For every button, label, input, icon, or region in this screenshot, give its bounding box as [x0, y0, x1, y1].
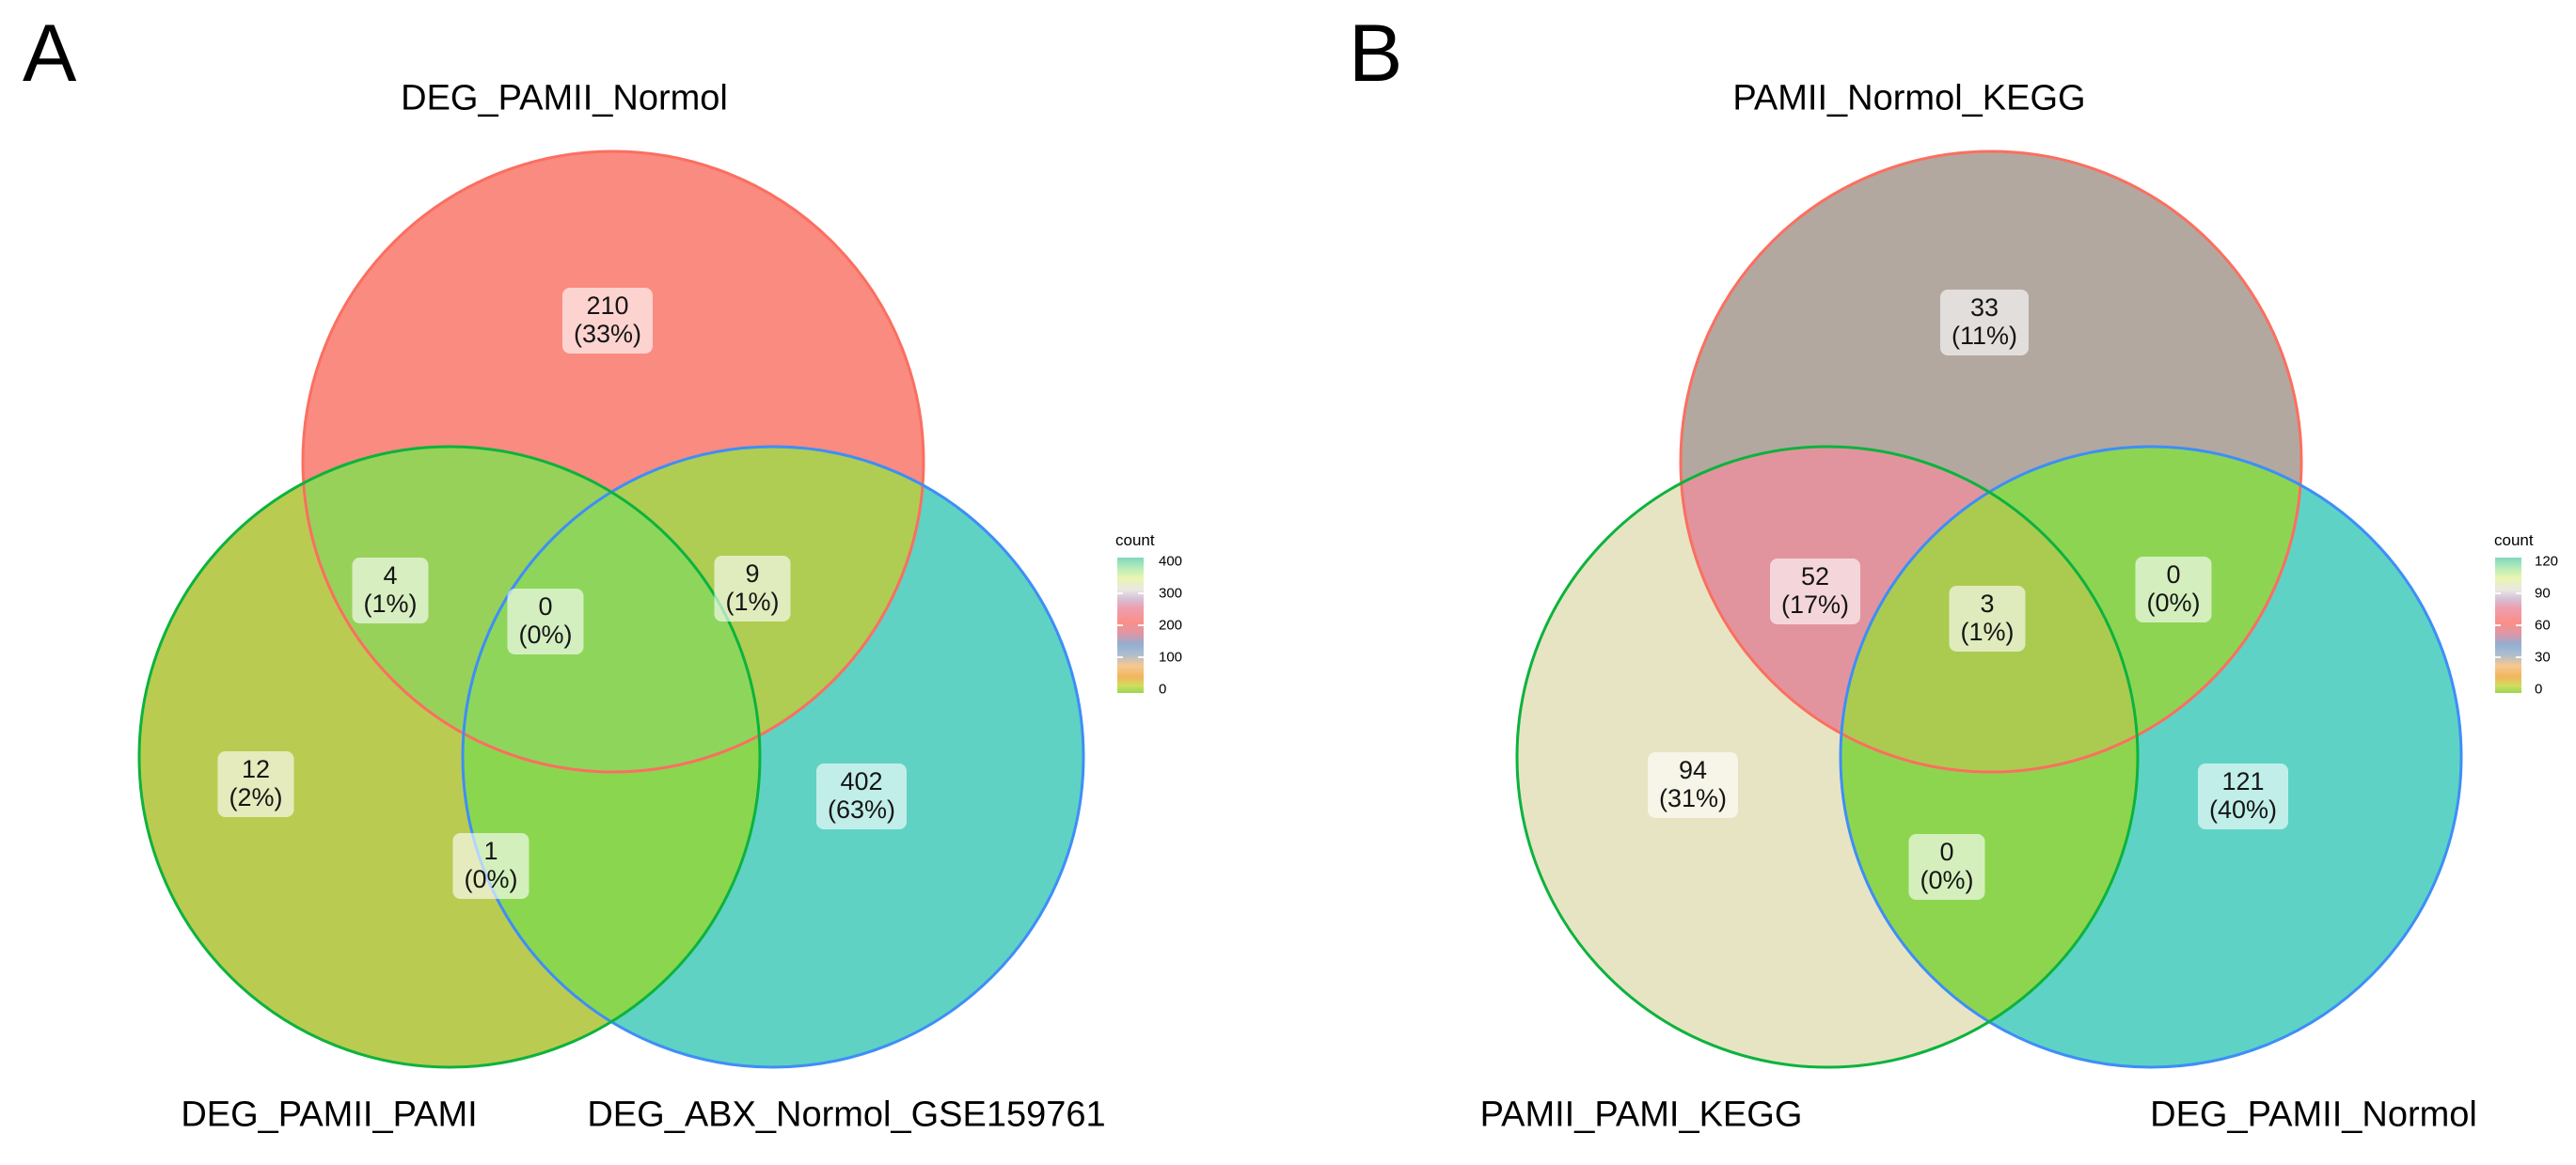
- legend-tickmark: [1117, 624, 1123, 626]
- legend-tickmark: [1138, 592, 1144, 594]
- region-percent: (0%): [464, 865, 518, 893]
- region-count: 1: [483, 837, 498, 865]
- region-label-left-right: 1 (0%): [452, 833, 529, 899]
- region-label-right-only: 121 (40%): [2197, 764, 2289, 829]
- region-label-top-right: 9 (1%): [714, 556, 791, 622]
- region-label-top-only: 210 (33%): [561, 288, 654, 354]
- set-label-top: PAMII_Normol_KEGG: [1732, 78, 2086, 118]
- region-label-top-left: 52 (17%): [1769, 559, 1861, 624]
- region-label-top-right: 0 (0%): [2135, 557, 2212, 622]
- legend-tickmark: [1138, 656, 1144, 658]
- legend-tick-label: 400: [1159, 553, 1183, 570]
- circle-right-outline: [1839, 445, 2463, 1069]
- region-percent: (1%): [1960, 618, 2015, 646]
- region-label-center: 0 (0%): [507, 589, 584, 654]
- legend-tick-label: 30: [2535, 649, 2551, 666]
- region-count: 94: [1678, 756, 1708, 784]
- region-count: 121: [2221, 767, 2265, 795]
- circle-top-outline: [301, 150, 925, 774]
- region-percent: (11%): [1951, 322, 2018, 350]
- region-count: 4: [383, 561, 398, 590]
- region-percent: (0%): [1920, 866, 1974, 894]
- circle-left-outline: [137, 445, 762, 1069]
- set-label-bottom-left: PAMII_PAMI_KEGG: [1479, 1094, 1803, 1135]
- legend-title: count: [2494, 531, 2534, 549]
- legend-tick-label: 90: [2535, 585, 2551, 602]
- region-label-left-right: 0 (0%): [1908, 834, 1985, 900]
- region-count: 210: [586, 291, 629, 320]
- legend-tickmark: [1117, 592, 1123, 594]
- circle-top-outline: [1679, 150, 2303, 774]
- circle-right-outline: [461, 445, 1085, 1069]
- region-count: 12: [241, 755, 271, 783]
- region-label-top-left: 4 (1%): [352, 558, 429, 623]
- region-count: 0: [2166, 560, 2181, 589]
- legend-tickmark: [2516, 592, 2521, 594]
- region-percent: (0%): [518, 621, 573, 649]
- region-label-right-only: 402 (63%): [815, 764, 908, 829]
- region-count: 33: [1969, 293, 1999, 322]
- set-label-bottom-right: DEG_PAMII_Normol: [2150, 1094, 2477, 1135]
- legend-tick-label: 200: [1159, 617, 1183, 634]
- legend-title: count: [1115, 531, 1155, 549]
- legend-tick-label: 300: [1159, 585, 1183, 602]
- region-count: 402: [840, 767, 883, 795]
- legend-colorbar: [1117, 558, 1144, 693]
- legend-tickmark: [1117, 656, 1123, 658]
- region-label-left-only: 12 (2%): [217, 751, 294, 817]
- region-center-fill: [463, 447, 760, 772]
- panel-b-letter: B: [1349, 8, 1403, 99]
- region-label-center: 3 (1%): [1949, 586, 2026, 652]
- region-percent: (33%): [573, 320, 642, 348]
- circle-left-outline: [1515, 445, 2140, 1069]
- region-count: 0: [538, 592, 553, 621]
- set-label-bottom-right: DEG_ABX_Normol_GSE159761: [587, 1094, 1106, 1135]
- legend-tickmark: [2495, 656, 2501, 658]
- region-percent: (1%): [363, 590, 418, 618]
- panel-a-letter: A: [23, 8, 77, 99]
- region-percent: (1%): [725, 588, 780, 616]
- region-percent: (2%): [229, 783, 283, 811]
- region-percent: (17%): [1780, 590, 1850, 619]
- legend-tick-label: 0: [1159, 681, 1167, 698]
- legend-tick-label: 60: [2535, 617, 2551, 634]
- venn-panel-a: [137, 150, 1085, 1069]
- region-percent: (31%): [1658, 784, 1728, 812]
- legend-tick-label: 120: [2535, 553, 2559, 570]
- legend-tickmark: [2516, 656, 2521, 658]
- legend-tickmark: [2495, 624, 2501, 626]
- legend-tickmark: [2495, 592, 2501, 594]
- region-percent: (40%): [2208, 795, 2278, 824]
- region-count: 3: [1980, 590, 1995, 618]
- region-percent: (63%): [827, 795, 896, 824]
- set-label-bottom-left: DEG_PAMII_PAMI: [181, 1094, 478, 1135]
- legend-tickmark: [2516, 624, 2521, 626]
- legend-tick-label: 100: [1159, 649, 1183, 666]
- region-label-top-only: 33 (11%): [1939, 290, 2030, 355]
- legend-tick-label: 0: [2535, 681, 2543, 698]
- region-count: 52: [1800, 562, 1830, 590]
- region-percent: (0%): [2146, 589, 2201, 617]
- region-label-left-only: 94 (31%): [1647, 752, 1739, 818]
- region-count: 0: [1939, 838, 1954, 866]
- set-label-top: DEG_PAMII_Normol: [401, 78, 728, 118]
- legend-colorbar: [2495, 558, 2521, 693]
- region-count: 9: [745, 559, 760, 588]
- legend-tickmark: [1138, 624, 1144, 626]
